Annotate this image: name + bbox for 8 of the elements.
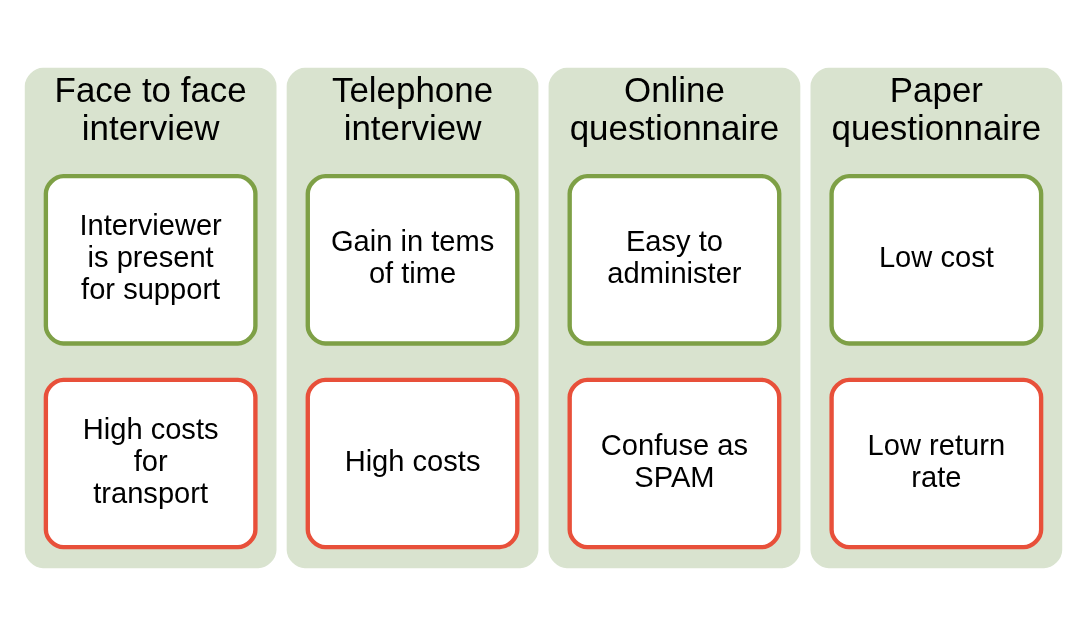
- node-box: Easy to administer: [567, 173, 782, 346]
- node-box: Low cost: [829, 173, 1044, 346]
- node-box: High costs: [305, 377, 520, 549]
- node-box: Confuse as SPAM: [567, 377, 782, 549]
- node-box: High costs for transport: [43, 377, 258, 549]
- node-box: Gain in tems of time: [305, 173, 520, 346]
- node-box: Interviewer is present for support: [43, 173, 258, 346]
- node-box: Low return rate: [829, 377, 1044, 549]
